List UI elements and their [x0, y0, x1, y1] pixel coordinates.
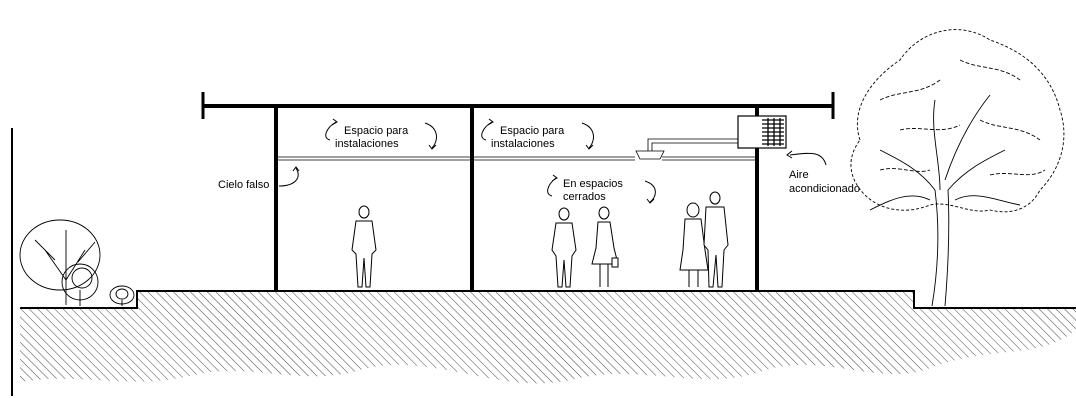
column-middle [470, 106, 474, 292]
annotation-arrows [278, 118, 827, 204]
label-aire-b: acondicionado [789, 183, 860, 195]
person-figure-2 [551, 207, 577, 288]
person-figure-4 [679, 202, 709, 287]
person-figure-5 [703, 191, 729, 288]
false-ceiling [278, 156, 755, 161]
bush-left-tree [19, 219, 101, 306]
label-espacio-1-a: Espacio para [344, 125, 409, 137]
column-left [274, 106, 278, 292]
ground-line [20, 290, 1076, 309]
bush-small-shrub [109, 285, 135, 306]
label-espacio-2-a: Espacio para [500, 125, 565, 137]
person-figure-3 [591, 206, 619, 287]
label-cielo-falso: Cielo falso [218, 179, 269, 191]
label-espacios-a: En espacios [563, 178, 623, 190]
column-right [755, 106, 759, 292]
air-conditioner-unit [737, 115, 787, 149]
label-aire-a: Aire [789, 169, 809, 181]
ground-hatch [20, 291, 1076, 384]
roof-slab [201, 92, 835, 119]
label-espacio-1-b: instalaciones [335, 138, 399, 150]
large-tree [850, 29, 1065, 307]
label-espacio-2-b: instalaciones [491, 138, 555, 150]
air-duct [635, 138, 740, 160]
person-figure-1 [351, 205, 377, 288]
label-espacios-b: cerrados [563, 191, 606, 203]
